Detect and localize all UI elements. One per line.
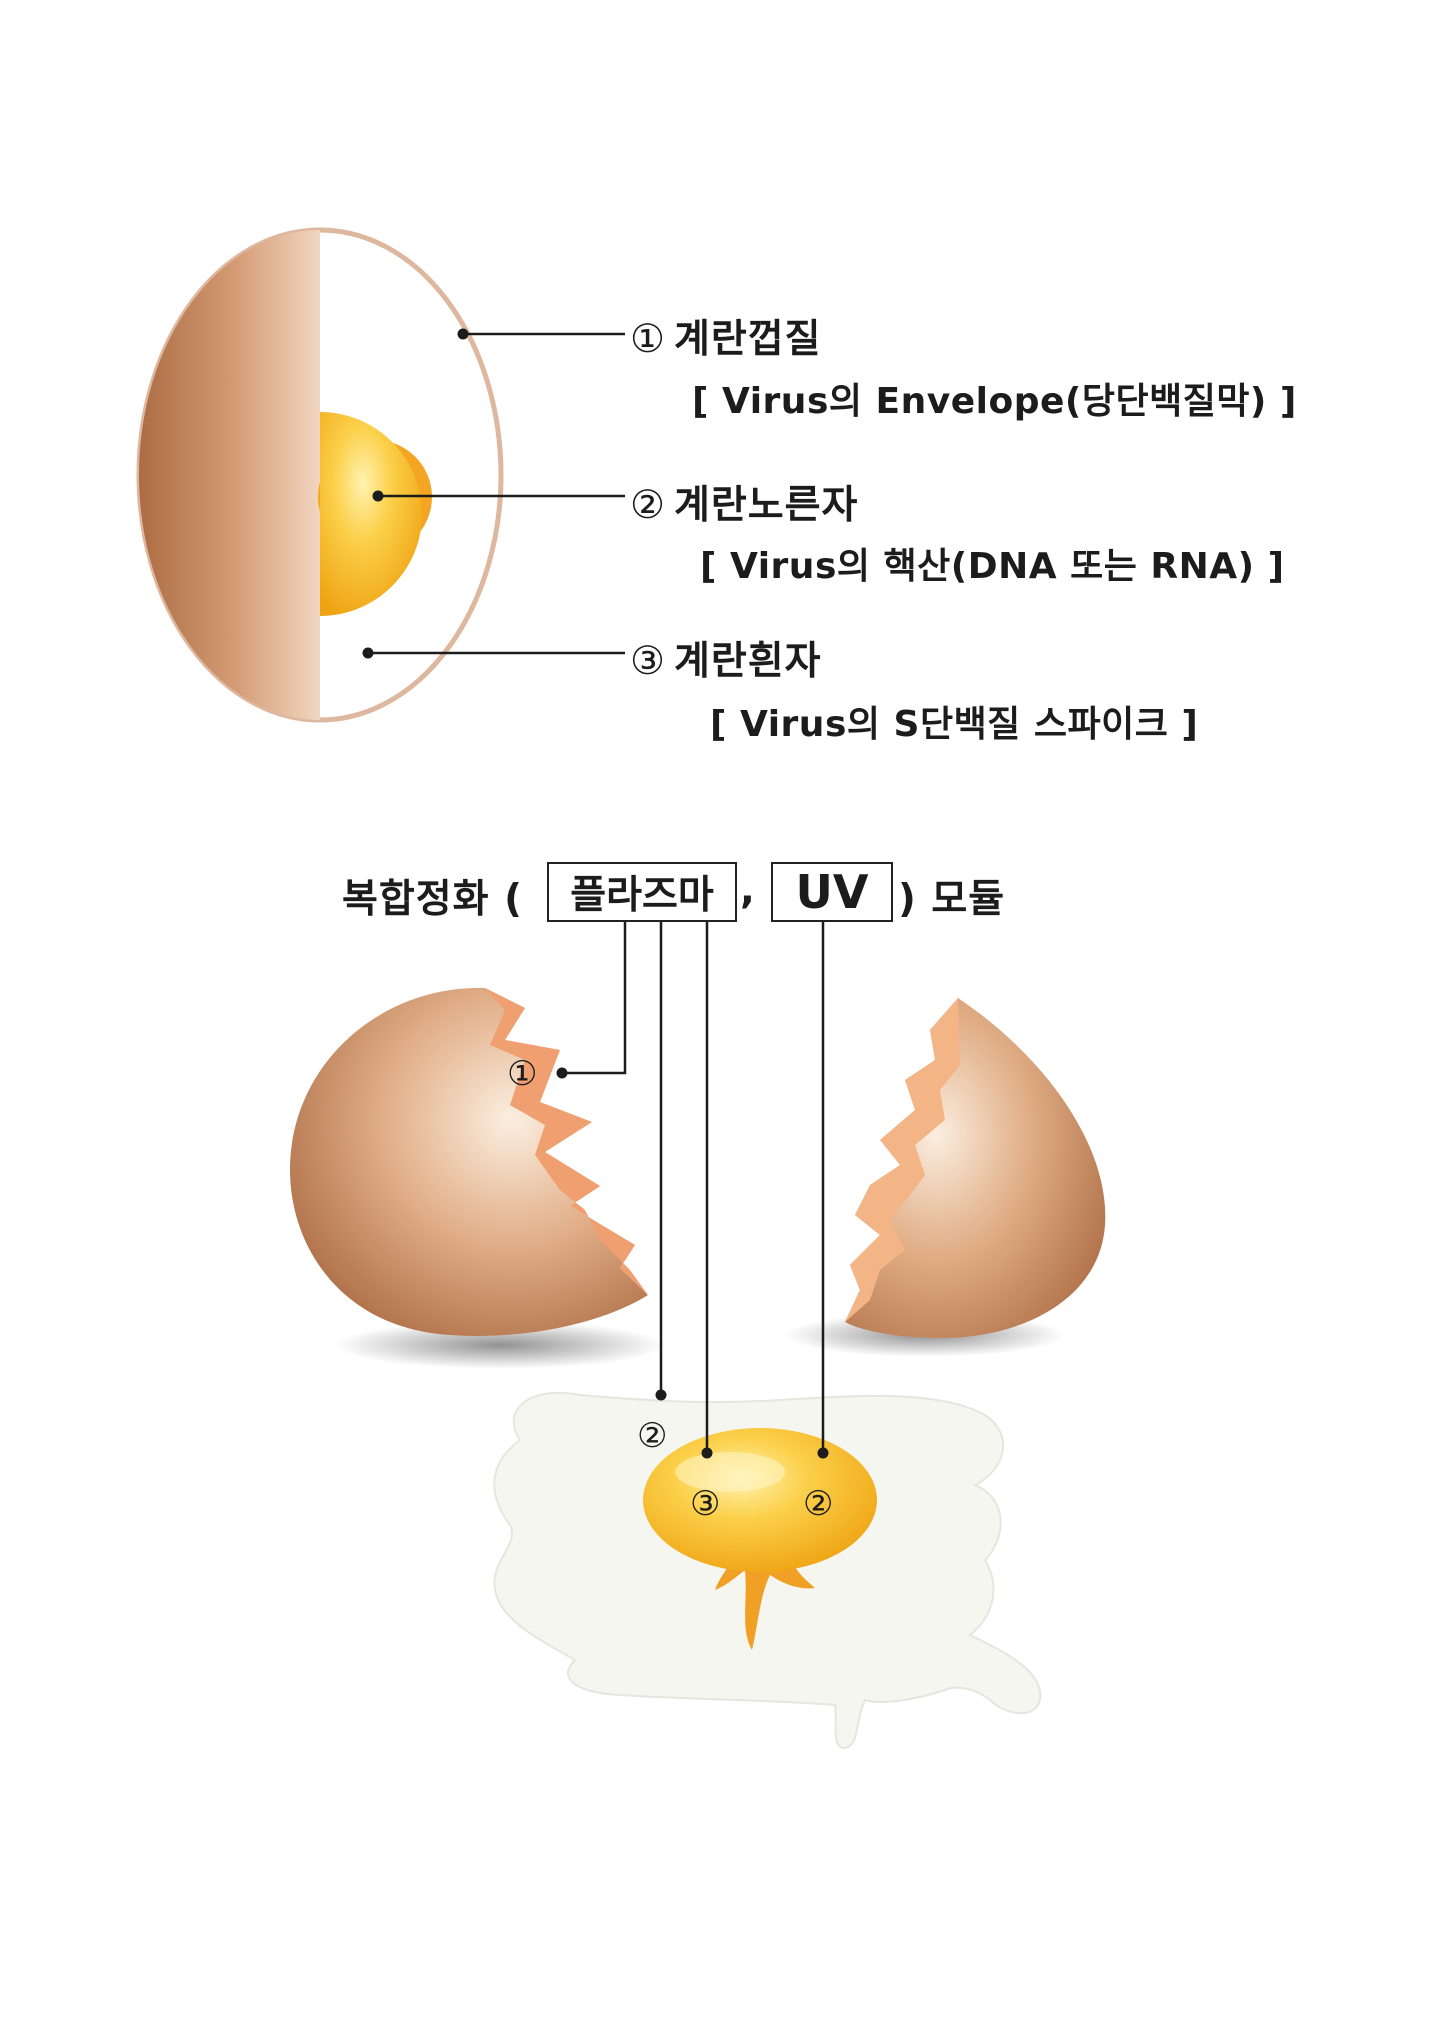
uv-box: UV xyxy=(771,862,893,922)
module-comma: , xyxy=(740,868,756,913)
right-shell-inner xyxy=(845,998,960,1322)
label-white-text: 계란흰자 xyxy=(673,639,822,684)
plasma-box: 플라즈마 xyxy=(547,862,737,922)
marker-shell: ① xyxy=(507,1054,537,1094)
leader-lines-bottom xyxy=(562,918,825,1453)
egg-shell-half xyxy=(139,230,320,720)
right-shell xyxy=(845,998,1106,1339)
label-yolk-text: 계란노른자 xyxy=(673,483,859,528)
left-shell-inner xyxy=(485,988,648,1295)
module-dot-shell xyxy=(556,1067,568,1079)
spilled-yolk xyxy=(643,1428,877,1572)
module-dot-white xyxy=(655,1389,667,1401)
leader-lines-top xyxy=(368,332,625,655)
label-shell-number: ① xyxy=(630,317,666,362)
label-white-number: ③ xyxy=(630,639,666,684)
marker-yolk-right: ② xyxy=(803,1484,833,1524)
marker-white: ② xyxy=(637,1416,667,1456)
leader-dot-shell xyxy=(457,328,469,340)
cracked-egg xyxy=(290,987,1106,1750)
label-shell-text: 계란껍질 xyxy=(673,317,822,362)
label-white-desc: [ Virus의 S단백질 스파이크 ] xyxy=(710,704,1199,745)
label-yolk-desc: [ Virus의 핵산(DNA 또는 RNA) ] xyxy=(700,546,1285,587)
module-dot-yolk-plasma xyxy=(701,1447,713,1459)
module-suffix: ) 모듈 xyxy=(898,877,1006,922)
leader-dot-yolk xyxy=(372,490,384,502)
label-yolk-number: ② xyxy=(630,483,666,528)
marker-yolk-left: ③ xyxy=(690,1484,720,1524)
egg-yolk xyxy=(320,412,422,616)
module-dot-yolk-uv xyxy=(817,1447,829,1459)
module-prefix: 복합정화 ( xyxy=(342,877,523,922)
left-shell xyxy=(290,987,648,1336)
leader-dot-white xyxy=(362,647,374,659)
label-shell-desc: [ Virus의 Envelope(당단백질막) ] xyxy=(692,381,1297,422)
